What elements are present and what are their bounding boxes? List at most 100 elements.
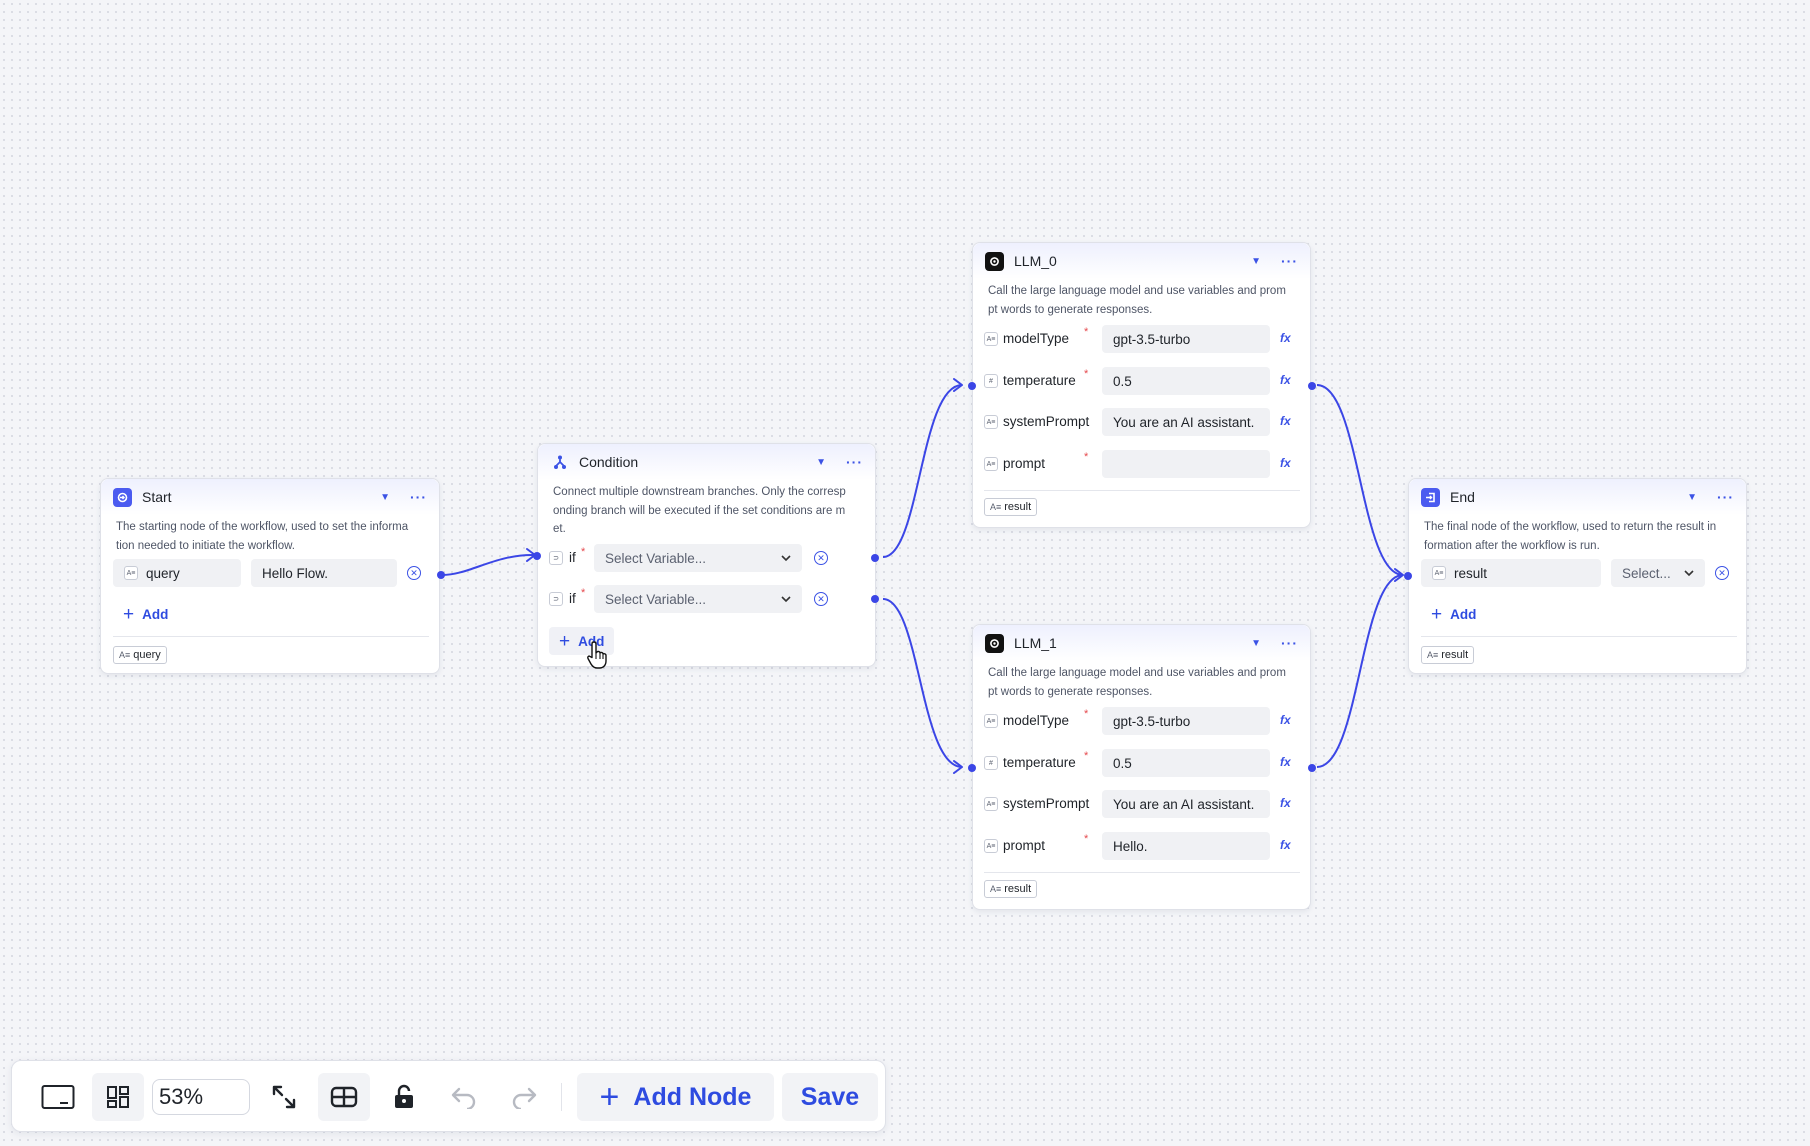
function-icon[interactable]: fx xyxy=(1280,713,1291,727)
param-value-field[interactable]: You are an AI assistant. xyxy=(1102,790,1270,818)
llm0-param-row: A≡ systemPrompt You are an AI assistant.… xyxy=(984,408,1304,436)
llm1-node-title: LLM_1 xyxy=(1014,635,1057,651)
more-options-icon[interactable]: ··· xyxy=(1281,635,1298,651)
more-options-icon[interactable]: ··· xyxy=(1717,489,1734,505)
start-add-input-button[interactable]: + Add xyxy=(123,604,169,625)
remove-input-icon[interactable]: ✕ xyxy=(1715,566,1729,580)
redo-button[interactable] xyxy=(498,1073,550,1121)
collapse-caret-icon[interactable]: ▼ xyxy=(1687,491,1697,503)
start-node[interactable]: Start ▼ ··· The starting node of the wor… xyxy=(100,478,445,674)
more-options-icon[interactable]: ··· xyxy=(846,454,863,470)
string-type-icon: A≡ xyxy=(984,457,998,471)
remove-branch-icon[interactable]: ✕ xyxy=(814,551,828,565)
collapse-caret-icon[interactable]: ▼ xyxy=(816,456,826,468)
edge-start-condition xyxy=(441,553,536,576)
remove-input-icon[interactable]: ✕ xyxy=(407,566,421,580)
llm0-input-port[interactable] xyxy=(968,382,976,390)
llm0-node-title: LLM_0 xyxy=(1014,253,1057,269)
llm1-param-row: A≡ prompt * Hello. fx xyxy=(984,832,1304,860)
param-value-field[interactable] xyxy=(1102,450,1270,478)
end-add-input-button[interactable]: + Add xyxy=(1431,604,1477,625)
end-node-header[interactable]: End ▼ ··· xyxy=(1409,479,1746,515)
end-input-name-field[interactable]: A≡ result xyxy=(1421,559,1601,587)
string-type-icon: A≡ xyxy=(984,839,998,853)
condition-add-branch-button[interactable]: + Add xyxy=(549,627,615,655)
end-node[interactable]: End ▼ ··· The final node of the workflow… xyxy=(1404,478,1747,674)
param-name: temperature xyxy=(1003,373,1076,388)
param-name: systemPrompt xyxy=(1003,796,1090,811)
chevron-down-icon xyxy=(1684,570,1694,577)
condition-branch-1-port[interactable] xyxy=(871,554,879,562)
add-node-button[interactable]: + Add Node xyxy=(577,1073,774,1121)
function-icon[interactable]: fx xyxy=(1280,755,1291,769)
required-marker: * xyxy=(1084,833,1089,845)
llm0-param-row: # temperature * 0.5 fx xyxy=(984,367,1304,395)
auto-layout-button[interactable] xyxy=(92,1073,144,1121)
branch-variable-select[interactable]: Select Variable... xyxy=(594,585,802,613)
llm1-node-header[interactable]: LLM_1 ▼ ··· xyxy=(973,625,1310,661)
fit-view-button[interactable] xyxy=(258,1073,310,1121)
function-icon[interactable]: fx xyxy=(1280,414,1291,428)
undo-button[interactable] xyxy=(438,1073,490,1121)
param-value-field[interactable]: 0.5 xyxy=(1102,367,1270,395)
llm0-node-header[interactable]: LLM_0 ▼ ··· xyxy=(973,243,1310,279)
more-options-icon[interactable]: ··· xyxy=(410,489,427,505)
function-icon[interactable]: fx xyxy=(1280,796,1291,810)
condition-node[interactable]: Condition ▼ ··· Connect multiple downstr… xyxy=(533,443,879,669)
condition-branch-2-port[interactable] xyxy=(871,595,879,603)
collapse-caret-icon[interactable]: ▼ xyxy=(1251,637,1261,649)
param-value-field[interactable]: gpt-3.5-turbo xyxy=(1102,325,1270,353)
start-node-header[interactable]: Start ▼ ··· xyxy=(101,479,439,515)
llm1-input-port[interactable] xyxy=(968,764,976,772)
function-icon[interactable]: fx xyxy=(1280,373,1291,387)
llm1-output-port[interactable] xyxy=(1308,764,1316,772)
end-variable-select[interactable]: Select... xyxy=(1611,559,1705,587)
hand-pointer-cursor-icon xyxy=(587,641,607,669)
end-input-port[interactable] xyxy=(1404,572,1412,580)
param-value-field[interactable]: gpt-3.5-turbo xyxy=(1102,707,1270,735)
function-icon[interactable]: fx xyxy=(1280,456,1291,470)
start-input-value-field[interactable]: Hello Flow. xyxy=(251,559,397,587)
zoom-level-input[interactable]: 53% xyxy=(152,1079,250,1115)
expand-icon xyxy=(272,1085,296,1109)
param-name: modelType xyxy=(1003,713,1070,728)
param-value-field[interactable]: You are an AI assistant. xyxy=(1102,408,1270,436)
start-output-port[interactable] xyxy=(437,571,445,579)
function-icon[interactable]: fx xyxy=(1280,838,1291,852)
collapse-caret-icon[interactable]: ▼ xyxy=(380,491,390,503)
param-value-field[interactable]: Hello. xyxy=(1102,832,1270,860)
param-name: prompt xyxy=(1003,456,1046,471)
branch-label: if xyxy=(569,591,576,606)
llm0-node[interactable]: LLM_0 ▼ ··· Call the large language mode… xyxy=(968,242,1316,528)
function-icon[interactable]: fx xyxy=(1280,331,1291,345)
llm0-node-description: Call the large language model and use va… xyxy=(988,285,1286,316)
llm0-output-port[interactable] xyxy=(1308,382,1316,390)
branch-variable-select[interactable]: Select Variable... xyxy=(594,544,802,572)
remove-branch-icon[interactable]: ✕ xyxy=(814,592,828,606)
number-type-icon: # xyxy=(984,374,998,388)
edge-llm0-end xyxy=(1316,384,1404,576)
save-button[interactable]: Save xyxy=(782,1073,878,1121)
plus-icon: + xyxy=(123,604,135,625)
branch-type-icon: ⊃ xyxy=(549,551,563,565)
string-type-icon: A≡ xyxy=(990,502,1002,512)
lock-canvas-button[interactable] xyxy=(378,1073,430,1121)
collapse-caret-icon[interactable]: ▼ xyxy=(1251,255,1261,267)
more-options-icon[interactable]: ··· xyxy=(1281,253,1298,269)
required-marker: * xyxy=(581,546,586,558)
minimap-toggle-button[interactable] xyxy=(32,1073,84,1121)
unlock-icon xyxy=(395,1084,413,1108)
start-input-name-field[interactable]: A≡ query xyxy=(113,559,241,587)
condition-node-description: Connect multiple downstream branches. On… xyxy=(553,486,846,535)
llm1-node[interactable]: LLM_1 ▼ ··· Call the large language mode… xyxy=(968,624,1316,910)
end-output-chip: A≡ result xyxy=(1421,646,1475,664)
condition-input-port[interactable] xyxy=(533,552,541,560)
required-marker: * xyxy=(1084,326,1089,338)
arrowhead-llm1 xyxy=(953,760,963,774)
param-value-field[interactable]: 0.5 xyxy=(1102,749,1270,777)
condition-node-header[interactable]: Condition ▼ ··· xyxy=(538,444,875,480)
grid-toggle-button[interactable] xyxy=(318,1073,370,1121)
llm0-param-row: A≡ prompt * fx xyxy=(984,450,1304,478)
divider xyxy=(984,872,1300,873)
